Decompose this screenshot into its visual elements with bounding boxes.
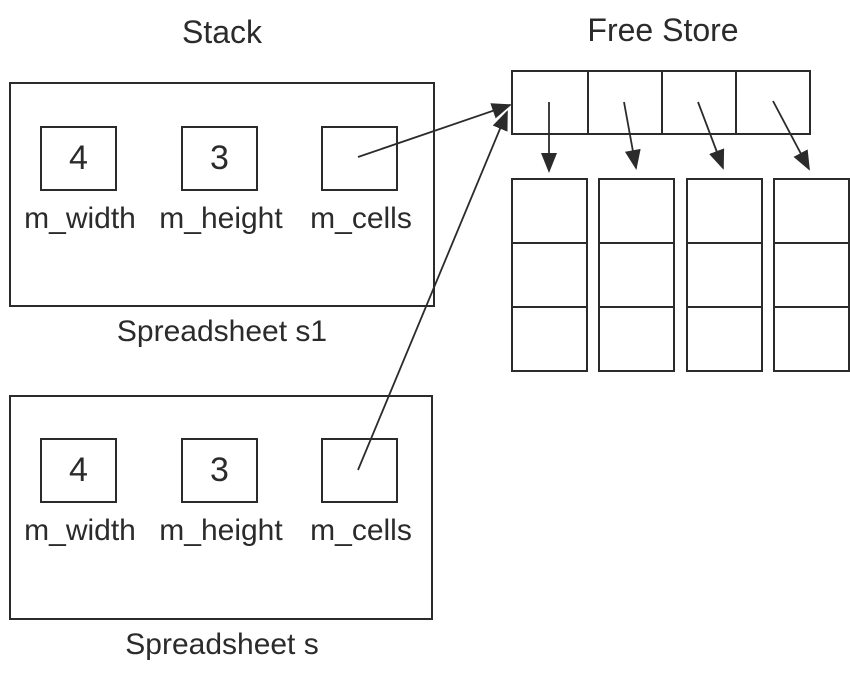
s-m-width-box: 4 bbox=[40, 438, 117, 503]
array-cell bbox=[688, 242, 761, 306]
array-cell bbox=[513, 242, 586, 306]
spreadsheet-s1-caption: Spreadsheet s1 bbox=[116, 315, 328, 348]
array-column-3 bbox=[686, 178, 763, 372]
array-column-1 bbox=[511, 178, 588, 372]
s1-m-height-value: 3 bbox=[210, 139, 229, 177]
array-cell bbox=[775, 306, 848, 370]
free-store-pointer-row bbox=[511, 70, 811, 135]
array-cell bbox=[600, 180, 673, 242]
s1-m-cells-box bbox=[321, 126, 398, 191]
s1-m-height-label: m_height bbox=[159, 202, 283, 235]
s-m-height-label: m_height bbox=[159, 514, 283, 547]
array-cell bbox=[688, 306, 761, 370]
spreadsheet-s-object-box: 4 3 m_width m_height m_cells bbox=[9, 395, 433, 620]
array-column-2 bbox=[598, 178, 675, 372]
s1-m-width-box: 4 bbox=[40, 126, 117, 191]
pointer-row-cell-1 bbox=[513, 72, 587, 133]
s-m-cells-box bbox=[321, 438, 398, 503]
s-m-height-value: 3 bbox=[210, 451, 229, 489]
free-store-region-title: Free Store bbox=[587, 12, 739, 48]
array-cell bbox=[775, 180, 848, 242]
s1-m-width-value: 4 bbox=[69, 139, 88, 177]
array-cell bbox=[600, 242, 673, 306]
array-cell bbox=[775, 242, 848, 306]
spreadsheet-s-caption: Spreadsheet s bbox=[125, 628, 319, 661]
array-cell bbox=[600, 306, 673, 370]
s-m-width-value: 4 bbox=[69, 451, 88, 489]
s-m-height-box: 3 bbox=[181, 438, 258, 503]
array-column-4 bbox=[773, 178, 850, 372]
s1-m-cells-label: m_cells bbox=[310, 202, 412, 235]
pointer-row-cell-4 bbox=[735, 72, 809, 133]
array-cell bbox=[688, 180, 761, 242]
pointer-row-cell-3 bbox=[661, 72, 735, 133]
s1-m-width-label: m_width bbox=[24, 202, 136, 235]
array-cell bbox=[513, 306, 586, 370]
array-cell bbox=[513, 180, 586, 242]
pointer-row-cell-2 bbox=[587, 72, 661, 133]
spreadsheet-s1-object-box: 4 3 m_width m_height m_cells bbox=[9, 82, 435, 307]
s-m-width-label: m_width bbox=[24, 514, 136, 547]
stack-region-title: Stack bbox=[181, 14, 263, 50]
s-m-cells-label: m_cells bbox=[310, 514, 412, 547]
s1-m-height-box: 3 bbox=[181, 126, 258, 191]
